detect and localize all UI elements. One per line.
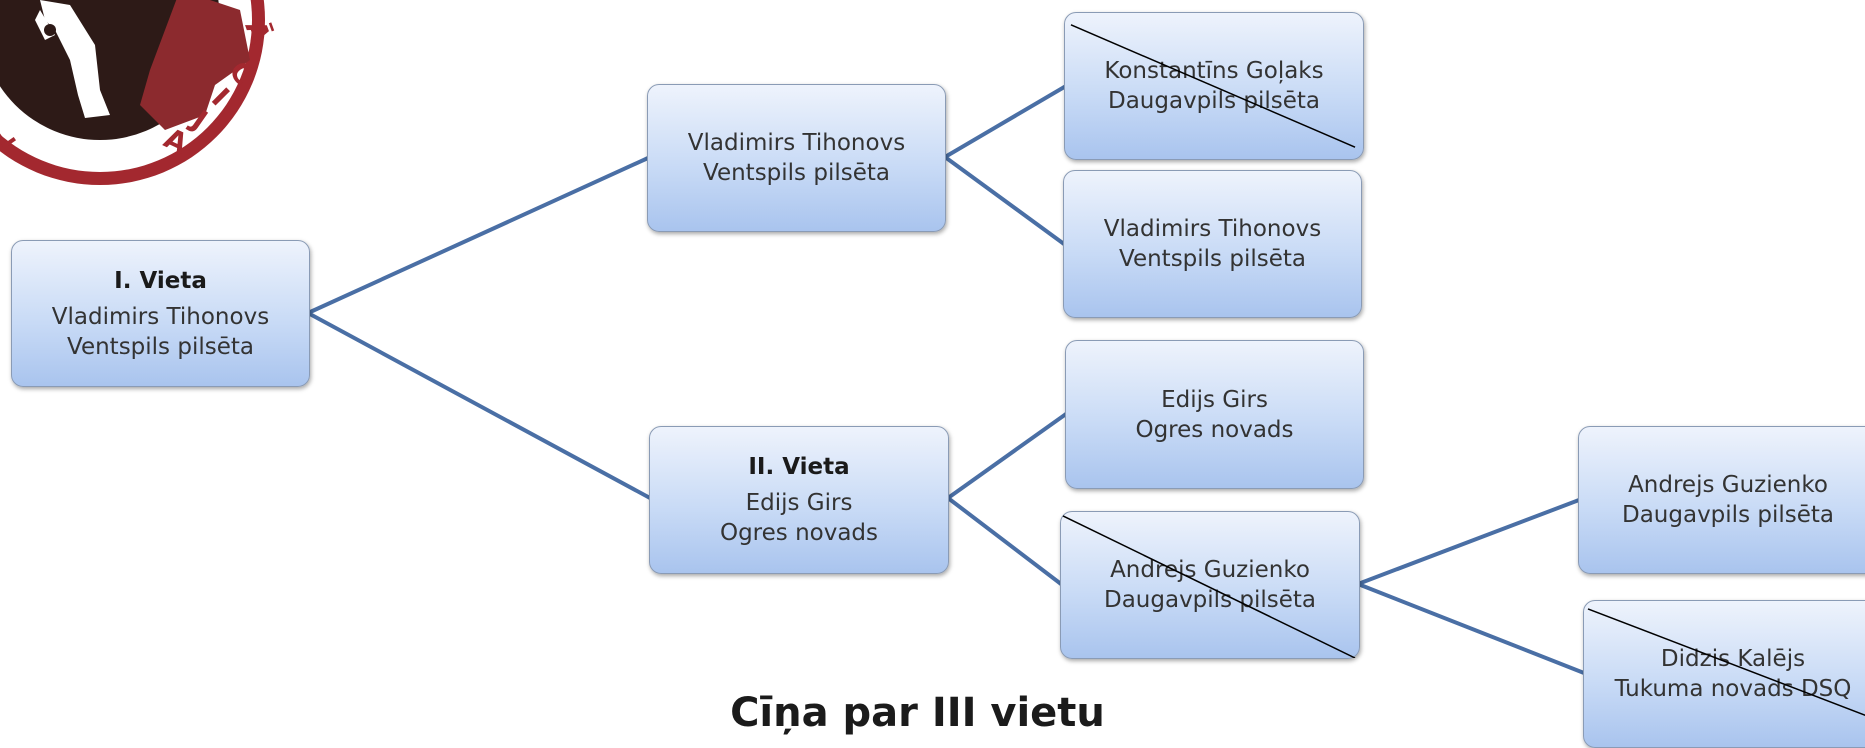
quarterfinal-1-name: Konstantīns Goļaks xyxy=(1104,58,1324,84)
quarterfinal-1-team: Daugavpils pilsēta xyxy=(1108,88,1320,114)
quarterfinal-3-team: Ogres novads xyxy=(1135,416,1294,443)
semifinal-top-name: Vladimirs Tihonovs xyxy=(687,130,906,156)
third-place-2-box: Didzis Kalējs Tukuma novads DSQ xyxy=(1583,600,1865,748)
third-place-heading: Cīņa par III vietu xyxy=(730,690,1105,736)
connector-winner-runner-up xyxy=(306,311,652,500)
connector-q4-r1 xyxy=(1356,498,1581,586)
quarterfinal-2-box: Vladimirs Tihonovs Ventspils pilsēta xyxy=(1063,170,1362,318)
federation-logo: Ā C I J A L xyxy=(0,0,277,185)
semifinal-top-box: Vladimirs Tihonovs Ventspils pilsēta xyxy=(647,84,946,232)
quarterfinal-2-name: Vladimirs Tihonovs xyxy=(1103,216,1322,242)
runner-up-name: Edijs Girs xyxy=(745,490,853,516)
quarterfinal-1-box: Konstantīns Goļaks Daugavpils pilsēta xyxy=(1064,12,1364,160)
third-place-2-name: Didzis Kalējs xyxy=(1660,646,1806,672)
third-place-2-team: Tukuma novads DSQ xyxy=(1614,676,1852,702)
winner-name: Vladimirs Tihonovs xyxy=(51,303,270,330)
winner-team: Ventspils pilsēta xyxy=(67,333,254,360)
connector-runner-up-q4 xyxy=(946,496,1063,586)
third-place-1-box: Andrejs Guzienko Daugavpils pilsēta xyxy=(1578,426,1865,574)
quarterfinal-3-box: Edijs Girs Ogres novads xyxy=(1065,340,1364,489)
third-place-1-name: Andrejs Guzienko xyxy=(1628,472,1828,498)
connector-semi-top-q1 xyxy=(943,84,1068,159)
winner-box: I. Vieta Vladimirs Tihonovs Ventspils pi… xyxy=(11,240,310,387)
connector-winner-semi-top xyxy=(306,156,650,315)
quarterfinal-3-name: Edijs Girs xyxy=(1161,386,1268,413)
third-place-1-team: Daugavpils pilsēta xyxy=(1622,502,1834,528)
semifinal-top-team: Ventspils pilsēta xyxy=(703,160,890,186)
connector-semi-top-q2 xyxy=(943,155,1066,246)
connector-q4-r2 xyxy=(1356,582,1586,675)
quarterfinal-4-team: Daugavpils pilsēta xyxy=(1104,587,1316,613)
connector-runner-up-q3 xyxy=(946,412,1068,500)
runner-up-box: II. Vieta Edijs Girs Ogres novads xyxy=(649,426,949,574)
winner-title: I. Vieta xyxy=(114,267,207,294)
runner-up-title: II. Vieta xyxy=(748,454,850,480)
quarterfinal-4-name: Andrejs Guzienko xyxy=(1110,557,1310,583)
quarterfinal-4-box: Andrejs Guzienko Daugavpils pilsēta xyxy=(1060,511,1360,659)
quarterfinal-2-team: Ventspils pilsēta xyxy=(1119,246,1306,272)
runner-up-team: Ogres novads xyxy=(719,520,879,546)
